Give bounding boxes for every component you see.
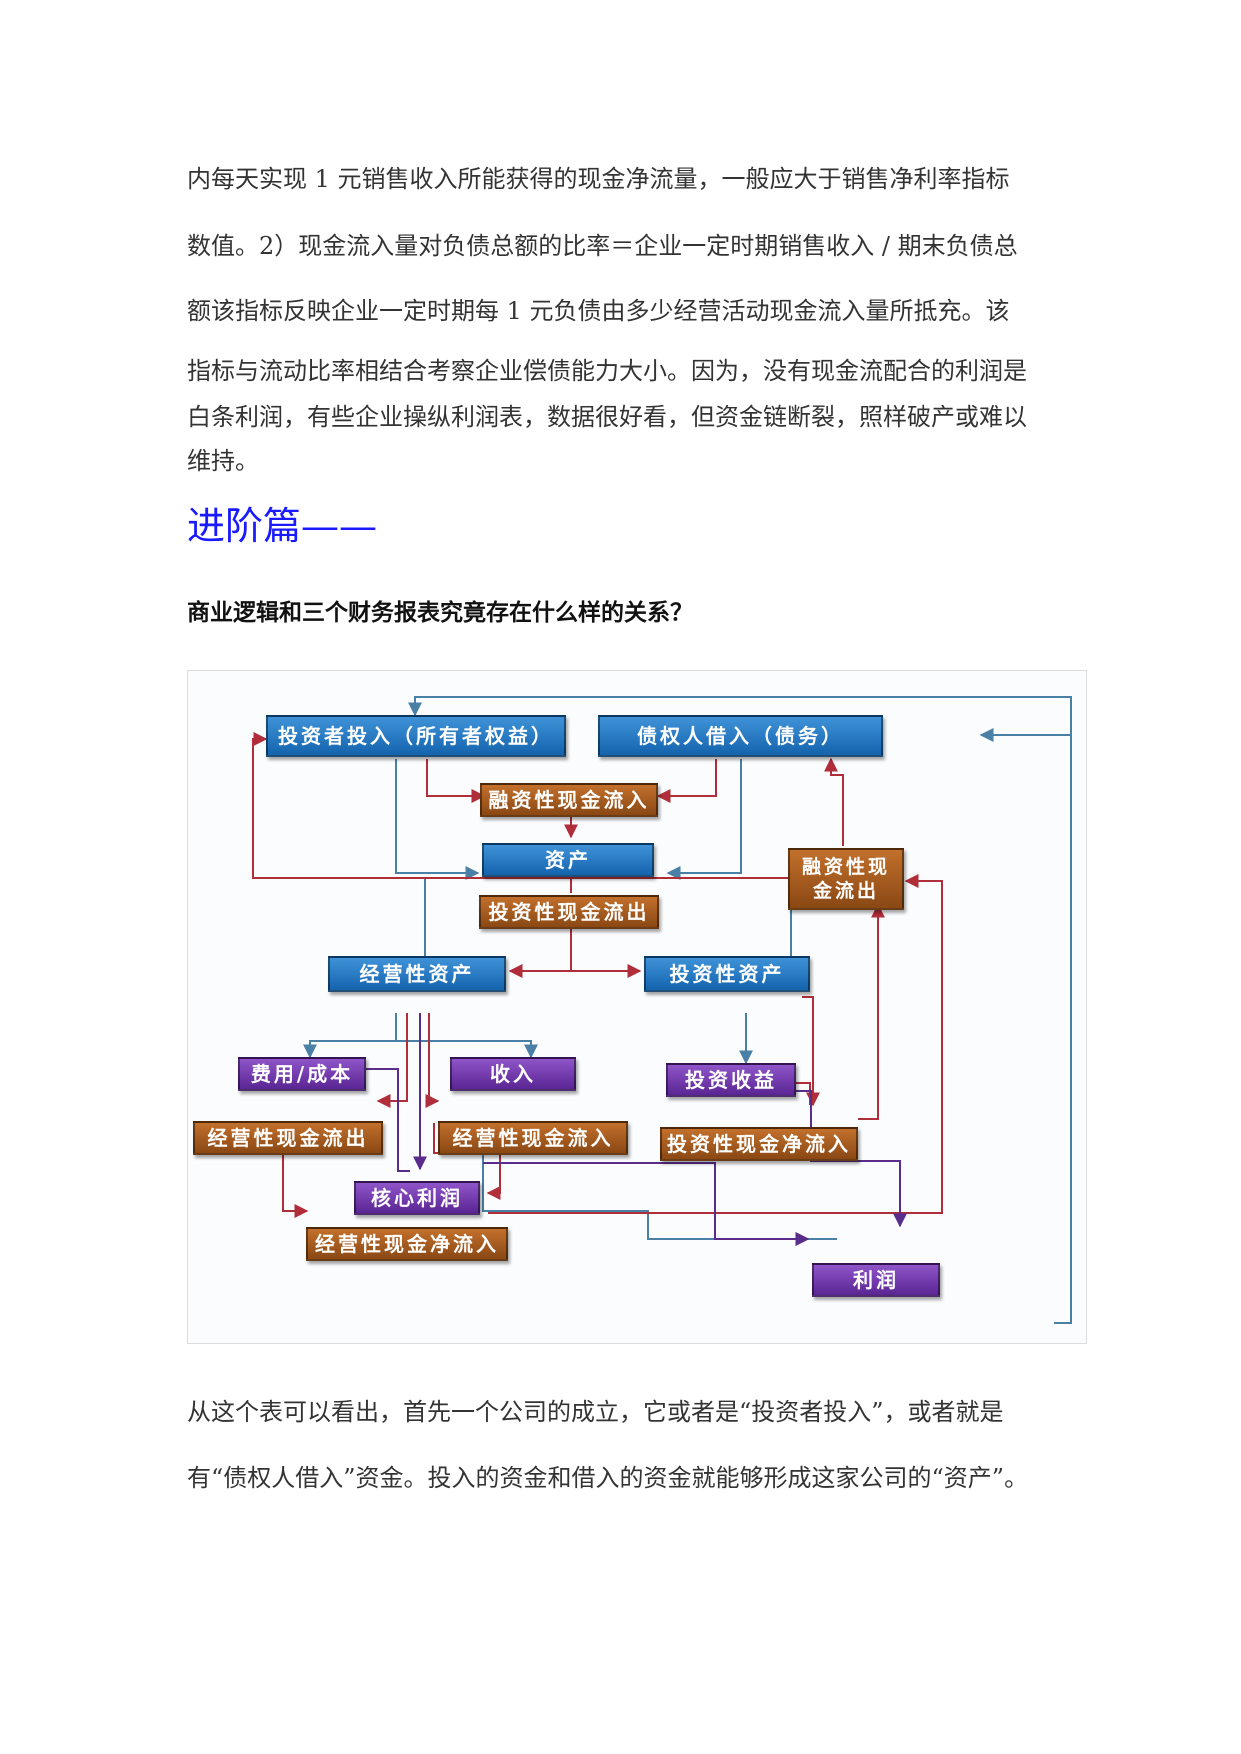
intro-line: 额该指标反映企业一定时期每 1 元负债由多少经营活动现金流入量所抵充。该 [187,297,1010,325]
investing-net-inflow-node: 投资性现金净流入 [660,1127,858,1161]
investor-to-financing-inflow-arrow [426,759,486,803]
to-operating-inflow-arrow [425,1013,440,1108]
operating-to-expense-arrow [303,1040,396,1059]
income-to-profit-arrow [796,1090,907,1228]
assets-node: 资产 [482,843,654,877]
profit-to-investor-arrow [408,696,1072,1324]
conclusion-line: 有“债权人借入”资金。投入的资金和借入的资金就能够形成这家公司的“资产”。 [187,1464,1029,1492]
operating-inflow-node: 经营性现金流入 [438,1121,628,1155]
intro-line: 维持。 [187,447,259,475]
creditor-to-financing-inflow-arrow [656,759,717,803]
red-arrows [252,732,943,1218]
investing-assets-to-net-inflow-arrow [802,996,820,1107]
investing-net-to-financing-outflow-arrow [858,903,885,1120]
profit-node: 利润 [812,1263,940,1297]
intro-line: 内每天实现 1 元销售收入所能获得的现金净流量，一般应大于销售净利率指标 [187,165,1010,193]
section-title: 进阶篇—— [187,504,378,548]
operating-net-inflow-node: 经营性现金净流入 [306,1227,508,1261]
intro-line: 白条利润，有些企业操纵利润表，数据很好看，但资金链断裂，照样破产或难以 [187,403,1027,431]
expense-to-core-profit-line [364,1068,410,1172]
financing-outflow-node: 融资性现金流出 [788,848,904,910]
financing-outflow-to-creditor-arrow [824,757,844,846]
financing-inflow-node: 融资性现金流入 [480,783,658,817]
section-question: 商业逻辑和三个财务报表究竟存在什么样的关系？ [187,600,693,626]
investor-input-node: 投资者投入（所有者权益） [266,715,566,757]
intro-line: 数值。2）现金流入量对负债总额的比率＝企业一定时期销售收入 / 期末负债总 [187,232,1018,260]
investing-assets-node: 投资性资产 [644,956,810,992]
revenue-node: 收入 [450,1057,576,1091]
purple-arrows [364,1013,907,1246]
investor-to-assets-arrow [395,759,480,880]
business-logic-flow-diagram: 投资者投入（所有者权益） 债权人借入（债务） 融资性现金流入 资产 融资性现金流… [187,670,1087,1344]
creditor-to-assets-arrow [666,759,742,880]
to-operating-outflow-arrow [376,1013,408,1108]
conclusion-line: 从这个表可以看出，首先一个公司的成立，它或者是“投资者投入”，或者就是 [187,1398,1004,1426]
creditor-loan-node: 债权人借入（债务） [598,715,883,757]
core-profit-node: 核心利润 [354,1181,480,1215]
investing-outflow-node: 投资性现金流出 [479,895,659,929]
operating-to-revenue-arrow [396,1040,538,1059]
core-to-profit-arrow [483,1162,810,1246]
operating-assets-node: 经营性资产 [328,956,506,992]
operating-outflow-node: 经营性现金流出 [193,1121,383,1155]
expense-cost-node: 费用/成本 [238,1057,366,1091]
intro-line: 指标与流动比率相结合考察企业偿债能力大小。因为，没有现金流配合的利润是 [187,357,1027,385]
core-profit-path [482,1135,837,1240]
investment-income-node: 投资收益 [666,1063,796,1097]
